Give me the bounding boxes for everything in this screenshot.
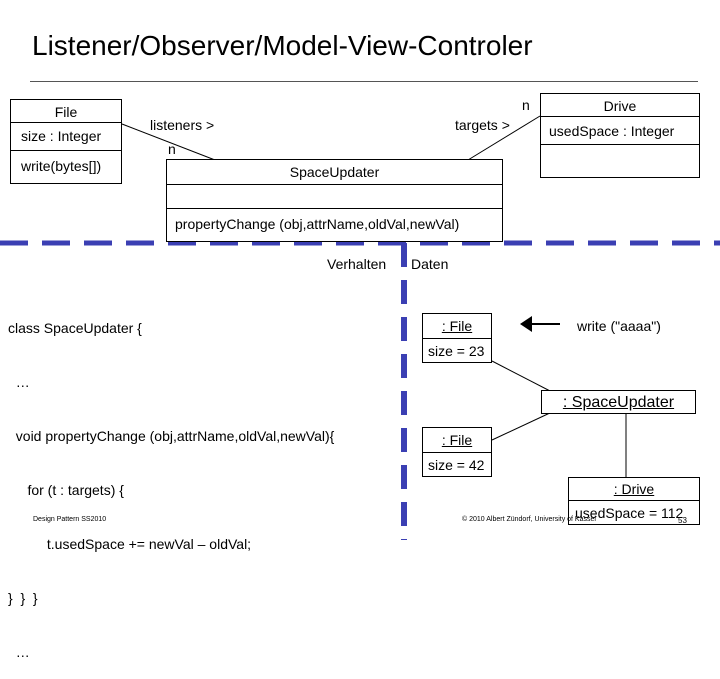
targets-role-label: targets > bbox=[455, 117, 510, 133]
drive-object-divider bbox=[569, 500, 699, 501]
listeners-role-label: listeners > bbox=[150, 117, 215, 133]
link-file1-updater bbox=[491, 360, 553, 393]
spaceupdater-class-divider-2 bbox=[167, 208, 502, 209]
drive-class-divider-2 bbox=[541, 144, 699, 145]
drive-class-name: Drive bbox=[603, 98, 637, 114]
data-label: Daten bbox=[411, 256, 449, 272]
file-object-2-value: size = 42 bbox=[428, 457, 485, 473]
drive-class-divider-1 bbox=[541, 116, 699, 117]
spaceupdater-class-box: SpaceUpdater propertyChange (obj,attrNam… bbox=[166, 159, 503, 242]
targets-multiplicity: n bbox=[522, 97, 530, 113]
file-class-divider-2 bbox=[11, 150, 121, 151]
drive-class-box: Drive usedSpace : Integer bbox=[540, 93, 700, 178]
file-class-method: write(bytes[]) bbox=[21, 158, 102, 174]
file-class-divider-1 bbox=[11, 122, 121, 123]
drive-object-value: usedSpace = 112 bbox=[575, 505, 684, 521]
spaceupdater-class-name: SpaceUpdater bbox=[289, 164, 380, 180]
title-divider bbox=[30, 81, 698, 82]
diagram-lines bbox=[0, 115, 720, 540]
code-block: class SpaceUpdater { … void propertyChan… bbox=[8, 283, 334, 679]
code-line: t.usedSpace += newVal – oldVal; bbox=[8, 536, 252, 552]
file-object-2-divider bbox=[423, 452, 491, 453]
footer-page-number: 53 bbox=[678, 516, 687, 525]
targets-association-line bbox=[467, 115, 541, 161]
file-object-2: : File size = 42 bbox=[422, 427, 492, 477]
drive-object: : Drive usedSpace = 112 bbox=[568, 477, 700, 525]
code-line: … bbox=[8, 374, 30, 390]
behavior-label: Verhalten bbox=[327, 256, 387, 272]
file-class-name: File bbox=[54, 104, 78, 120]
footer-course: Design Pattern SS2010 bbox=[33, 516, 107, 523]
code-line: for (t : targets) { bbox=[8, 482, 124, 498]
code-line: … bbox=[8, 644, 30, 660]
file-object-1-name: : File bbox=[441, 318, 473, 334]
file-object-1-value: size = 23 bbox=[428, 343, 485, 359]
spaceupdater-class-divider-1 bbox=[167, 184, 502, 185]
file-object-2-name: : File bbox=[441, 432, 473, 448]
listeners-multiplicity: n bbox=[168, 141, 176, 157]
code-line: void propertyChange (obj,attrName,oldVal… bbox=[8, 428, 335, 444]
write-call-label: write ("aaaa") bbox=[577, 318, 661, 334]
footer-copyright: © 2010 Albert Zündorf, University of Kas… bbox=[462, 516, 596, 523]
file-class-attribute: size : Integer bbox=[21, 128, 102, 144]
spaceupdater-object-name: : SpaceUpdater bbox=[562, 394, 675, 411]
drive-object-name: : Drive bbox=[613, 481, 655, 497]
file-object-1-divider bbox=[423, 338, 491, 339]
listeners-association-line bbox=[121, 123, 216, 161]
write-arrow-head bbox=[520, 316, 532, 332]
code-line: class SpaceUpdater { bbox=[8, 320, 142, 336]
file-object-1: : File size = 23 bbox=[422, 313, 492, 363]
slide-title: Listener/Observer/Model-View-Controler bbox=[32, 30, 533, 61]
spaceupdater-class-method: propertyChange (obj,attrName,oldVal,newV… bbox=[175, 216, 460, 232]
code-line: } } } bbox=[8, 590, 38, 606]
spaceupdater-object: : SpaceUpdater bbox=[541, 390, 696, 414]
link-file2-updater bbox=[491, 411, 553, 441]
drive-class-attribute: usedSpace : Integer bbox=[549, 123, 675, 139]
file-class-box: File size : Integer write(bytes[]) bbox=[10, 99, 122, 184]
